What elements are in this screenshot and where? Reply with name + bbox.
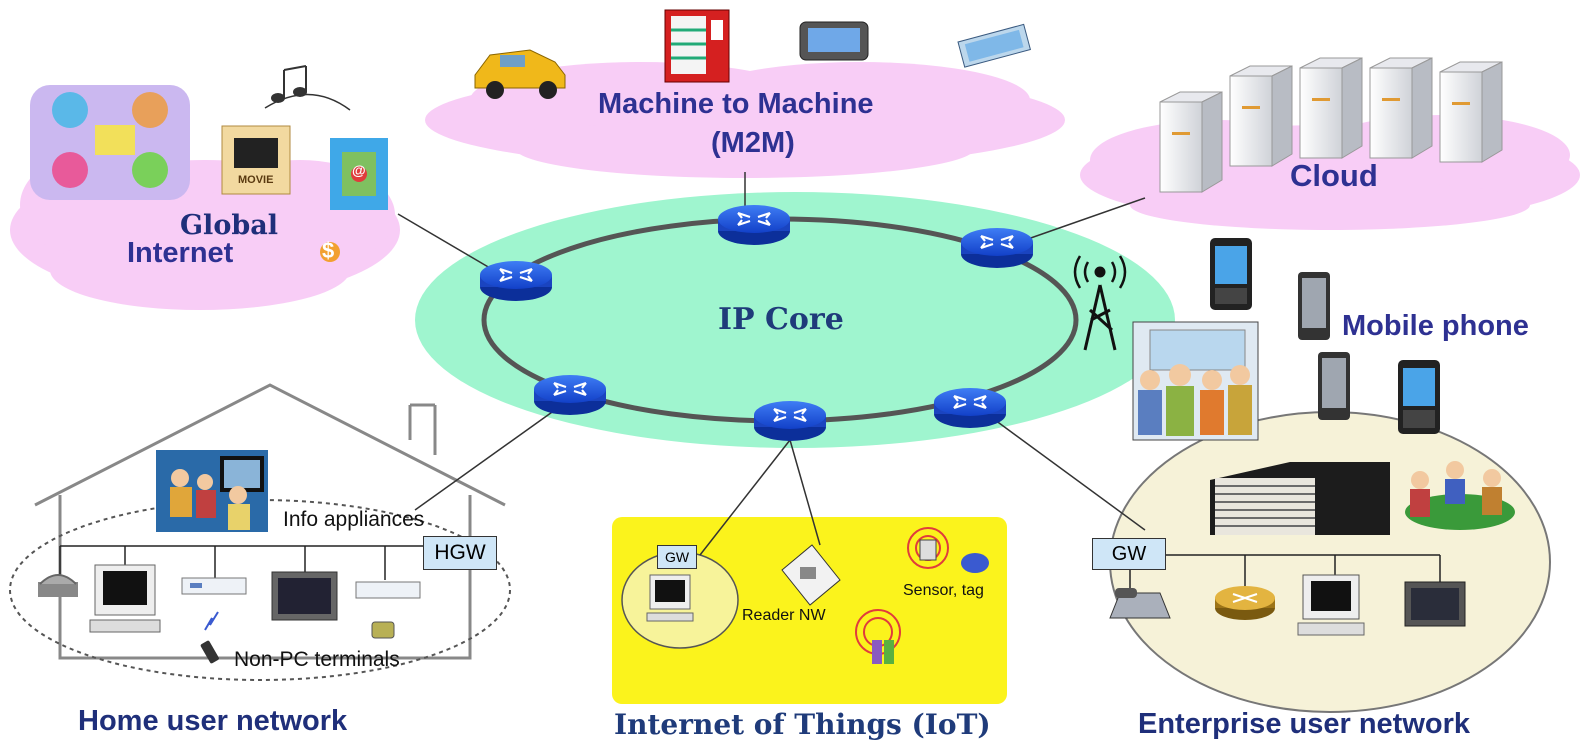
tablet-icon bbox=[957, 23, 1032, 68]
m2m-label-line2: (M2M) bbox=[711, 127, 795, 159]
set-top-box-icon bbox=[181, 577, 247, 595]
core-router-icon bbox=[934, 388, 1006, 428]
enterprise-router-icon bbox=[1215, 586, 1275, 620]
iot-gw-box: GW bbox=[657, 545, 697, 569]
enterprise-network-title: Enterprise user network bbox=[1138, 708, 1470, 740]
reader-device-icon bbox=[781, 544, 841, 606]
telephone-icon bbox=[38, 574, 78, 597]
enterprise-monitor-icon bbox=[1404, 581, 1466, 627]
m2m-label-line1: Machine to Machine bbox=[598, 88, 874, 120]
shopping-bag-icon bbox=[330, 138, 388, 210]
controller-icon bbox=[371, 621, 395, 639]
home-network-title: Home user network bbox=[78, 705, 348, 737]
people-on-phones-icon bbox=[1132, 321, 1259, 441]
vending-machine-icon bbox=[664, 9, 730, 83]
home-area bbox=[9, 499, 511, 681]
music-notes-icon bbox=[264, 65, 351, 111]
cloud-label: Cloud bbox=[1290, 158, 1378, 193]
cell-tower-icon bbox=[1073, 255, 1127, 351]
family-tv-icon bbox=[156, 450, 268, 532]
enterprise-pc-icon bbox=[1297, 574, 1365, 636]
global-label-line1: Global bbox=[180, 210, 278, 241]
movie-icon bbox=[221, 125, 291, 195]
ip-core-label: IP Core bbox=[718, 302, 844, 337]
non-pc-terminals-label: Non-PC terminals bbox=[234, 648, 400, 671]
hgw-box: HGW bbox=[423, 536, 497, 570]
tv-icon bbox=[271, 571, 338, 621]
iot-pc-icon bbox=[646, 574, 694, 622]
global-label-line2: Internet bbox=[127, 237, 234, 269]
meeting-people-icon bbox=[1405, 461, 1515, 530]
gadget-icon bbox=[799, 21, 869, 61]
core-router-icon bbox=[480, 261, 552, 301]
dollar-icon bbox=[320, 242, 340, 262]
enterprise-area bbox=[1109, 411, 1551, 713]
reader-nw-label: Reader NW bbox=[742, 607, 826, 624]
enterprise-gw-box: GW bbox=[1092, 538, 1166, 570]
core-router-icon bbox=[718, 205, 790, 245]
dollar-sign: $ bbox=[322, 238, 335, 263]
movie-label: MOVIE bbox=[238, 174, 274, 186]
mobile-phone-label: Mobile phone bbox=[1342, 310, 1529, 342]
ip-phone-icon bbox=[1109, 588, 1171, 619]
cellphone-icon bbox=[200, 640, 219, 664]
server-icons bbox=[1159, 57, 1503, 193]
sensor-tag-label: Sensor, tag bbox=[903, 582, 984, 599]
home-house bbox=[34, 383, 506, 660]
core-router-icon bbox=[961, 228, 1033, 268]
people-collage-icon bbox=[30, 85, 190, 200]
core-router-icon bbox=[754, 401, 826, 441]
email-sign: @ bbox=[352, 162, 366, 178]
office-building-icon bbox=[1210, 462, 1390, 535]
game-device-icon bbox=[355, 581, 421, 599]
sensor-tag-icon bbox=[855, 527, 989, 664]
core-router-icon bbox=[534, 375, 606, 415]
mobile-phone-icons bbox=[1210, 238, 1440, 434]
iot-title: Internet of Things (IoT) bbox=[614, 708, 991, 741]
info-appliances-label: Info appliances bbox=[283, 508, 425, 531]
car-icon bbox=[474, 49, 566, 99]
home-pc-icon bbox=[89, 564, 161, 633]
